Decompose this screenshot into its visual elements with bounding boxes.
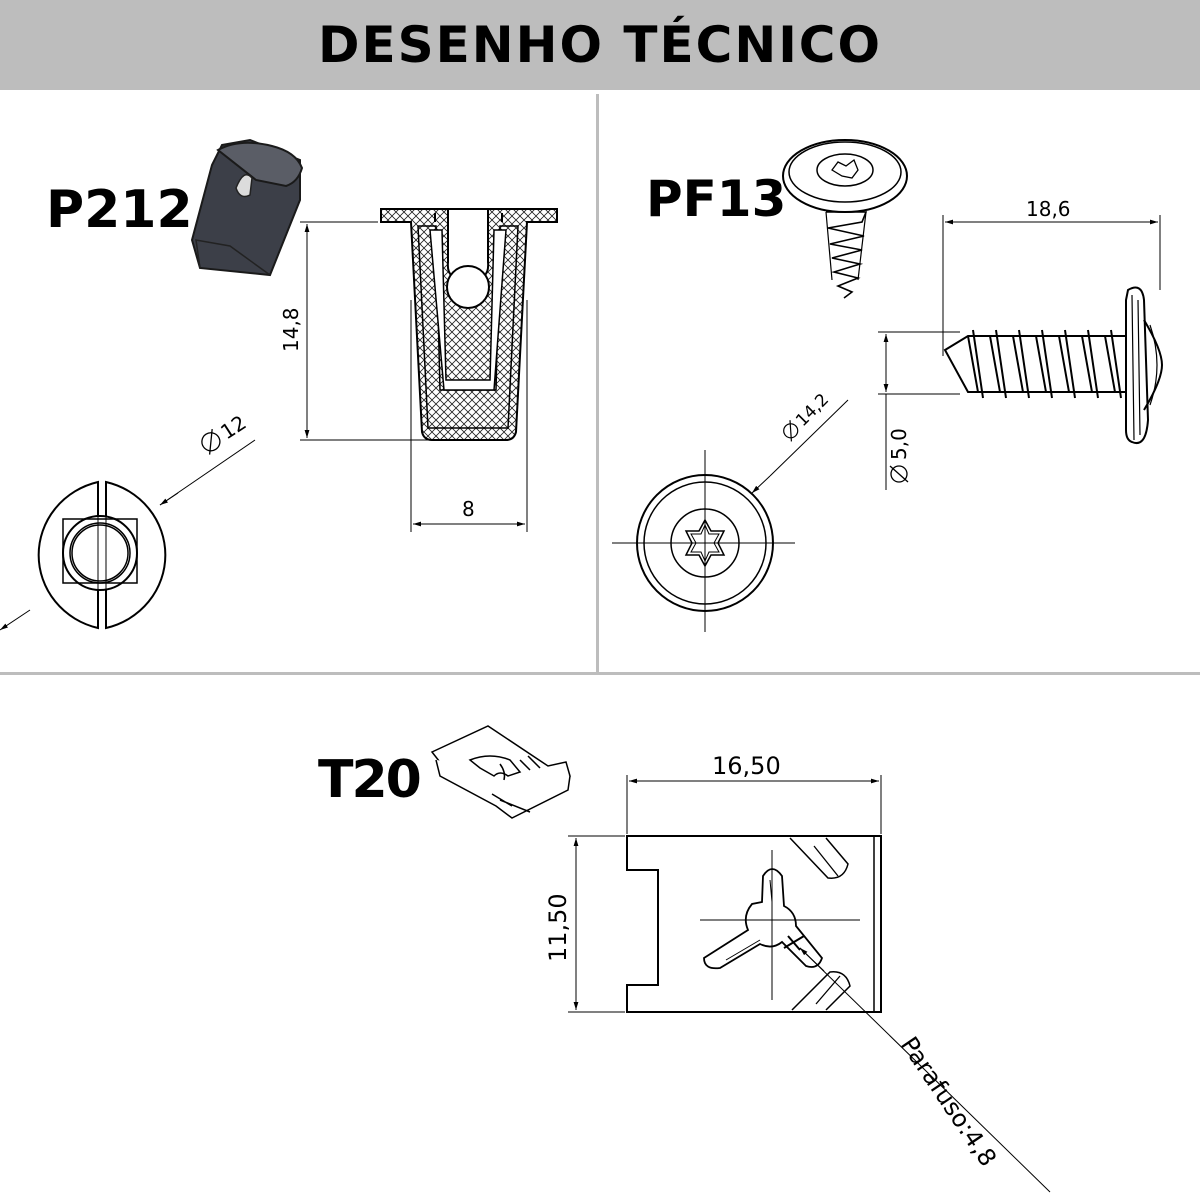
part-code-p212: P212 (46, 180, 193, 240)
p212-isometric-icon (190, 138, 304, 277)
pf13-isometric-icon (782, 139, 908, 299)
p212-top-view (37, 480, 167, 630)
pf13-top-view (612, 450, 795, 632)
t20-width-label: 16,50 (712, 752, 781, 780)
p212-height-label: 14,8 (279, 307, 303, 352)
page-title: DESENHO TÉCNICO (317, 16, 883, 74)
t20-front-view (626, 835, 882, 1013)
p212-diameter-label: 12 (216, 410, 250, 444)
horizontal-divider (0, 672, 1200, 675)
t20-isometric-icon (430, 725, 571, 819)
t20-screw-label: Parafuso:4,8 (895, 1032, 1002, 1172)
part-code-t20: T20 (318, 750, 422, 810)
pf13-shank-diameter-label: 5,0 (887, 428, 911, 460)
vertical-divider (596, 94, 599, 672)
pf13-length-label: 18,6 (1026, 197, 1071, 221)
pf13-head-diameter-label: 14,2 (792, 390, 833, 431)
pf13-side-view (943, 286, 1164, 444)
t20-height-label: 11,50 (544, 893, 572, 962)
part-code-pf13: PF13 (646, 170, 787, 228)
p212-section-view (380, 208, 558, 441)
p212-width-label: 8 (462, 497, 475, 521)
header-bar: DESENHO TÉCNICO (0, 0, 1200, 90)
